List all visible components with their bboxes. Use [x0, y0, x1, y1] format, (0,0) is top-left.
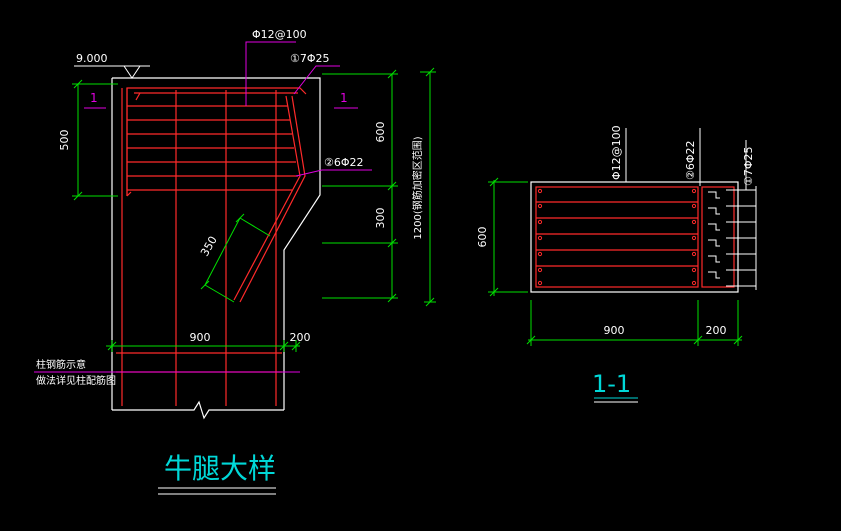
callout-bar1: ①7Φ25 — [290, 52, 330, 65]
dim-right-total: 1200(钢筋加密区范围) — [411, 136, 424, 239]
section-outline — [530, 181, 739, 293]
dim-width-main: 900 — [190, 331, 211, 344]
corbel-detail: 9.000 — [34, 28, 436, 420]
corbel-outline — [111, 77, 321, 420]
section-dimensions — [488, 177, 743, 346]
note-line-2: 做法详见柱配筋图 — [36, 374, 116, 387]
section-leaders — [625, 128, 747, 190]
section-mark-left: 1 — [90, 91, 98, 105]
section-title: 1-1 — [592, 370, 631, 398]
callout-stirrup: Φ12@100 — [252, 28, 307, 41]
title-block: 牛腿大样 1-1 — [158, 370, 638, 495]
callout-bar2: ②6Φ22 — [324, 156, 364, 169]
section-dim-height: 600 — [476, 227, 489, 248]
corbel-dimensions — [72, 67, 436, 352]
section-callout-bar1: ①7Φ25 — [742, 146, 755, 186]
dim-right-lower: 300 — [374, 208, 387, 229]
section-dim-side: 200 — [706, 324, 727, 337]
section-callout-stirrup: Φ12@100 — [610, 125, 623, 180]
corbel-rebar — [116, 87, 307, 406]
section-bar-dots — [537, 188, 697, 286]
section-callout-bar2: ②6Φ22 — [684, 140, 697, 180]
elevation-marker: 9.000 — [74, 52, 150, 79]
section-rebar — [535, 186, 735, 288]
detail-title: 牛腿大样 — [164, 452, 276, 485]
section-mark-right: 1 — [340, 91, 348, 105]
dim-left-height: 500 — [58, 130, 71, 151]
dim-right-upper: 600 — [374, 122, 387, 143]
section-1-1: 600 900 200 Φ12@100 ②6Φ22 ①7Φ25 — [476, 125, 757, 346]
elevation-label: 9.000 — [76, 52, 108, 65]
section-dim-width: 900 — [604, 324, 625, 337]
note-line-1: 柱钢筋示意 — [36, 358, 86, 371]
dim-width-side: 200 — [290, 331, 311, 344]
corbel-leaders — [34, 41, 372, 373]
dim-diagonal: 350 — [198, 234, 220, 259]
section-side-bars — [708, 186, 757, 290]
